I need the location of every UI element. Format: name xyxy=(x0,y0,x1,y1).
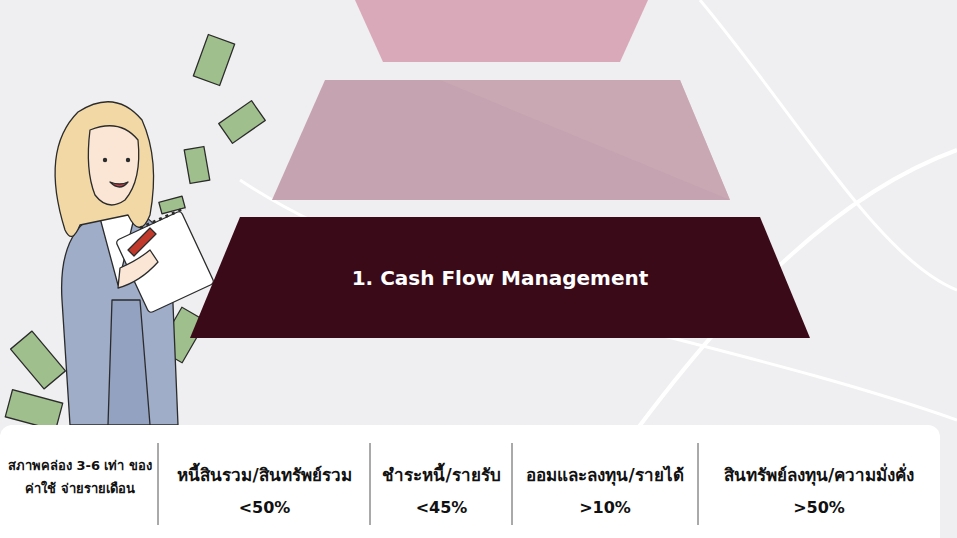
pyramid-band: 1. Cash Flow Management xyxy=(190,217,810,338)
band-fill xyxy=(190,217,810,338)
ratio-name: สินทรัพย์ลงทุน/ความมั่งคั่ง xyxy=(701,465,937,485)
mouth xyxy=(110,182,128,187)
ratio-name: หนี้สินรวม/สินทรัพย์รวม xyxy=(162,465,367,485)
ratio-target: >50% xyxy=(701,498,937,517)
suit-trousers xyxy=(108,300,150,425)
ratio-name: ออมและลงทุน/รายได้ xyxy=(515,465,695,485)
pyramid-top-band xyxy=(355,0,648,62)
notebook xyxy=(115,211,214,314)
face xyxy=(88,126,138,205)
banknote xyxy=(5,35,265,431)
hair xyxy=(55,102,153,237)
table-cell: สภาพคล่อง 3-6 เท่า ของค่าใช้ จ่ายรายเดือ… xyxy=(6,455,154,501)
hand xyxy=(118,250,158,288)
ratio-target: >10% xyxy=(515,498,695,517)
pyramid-middle-band xyxy=(272,80,730,200)
pyramid-middle-shade xyxy=(440,80,730,200)
ratio-table: สภาพคล่อง 3-6 เท่า ของค่าใช้ จ่ายรายเดือ… xyxy=(0,425,940,538)
ratio-target: <50% xyxy=(162,498,367,517)
band-label: 1. Cash Flow Management xyxy=(352,266,649,290)
ratio-name: ชำระหนี้/รายรับ xyxy=(374,465,509,485)
notebook-rings xyxy=(140,208,185,228)
ratio-target: <45% xyxy=(374,498,509,517)
